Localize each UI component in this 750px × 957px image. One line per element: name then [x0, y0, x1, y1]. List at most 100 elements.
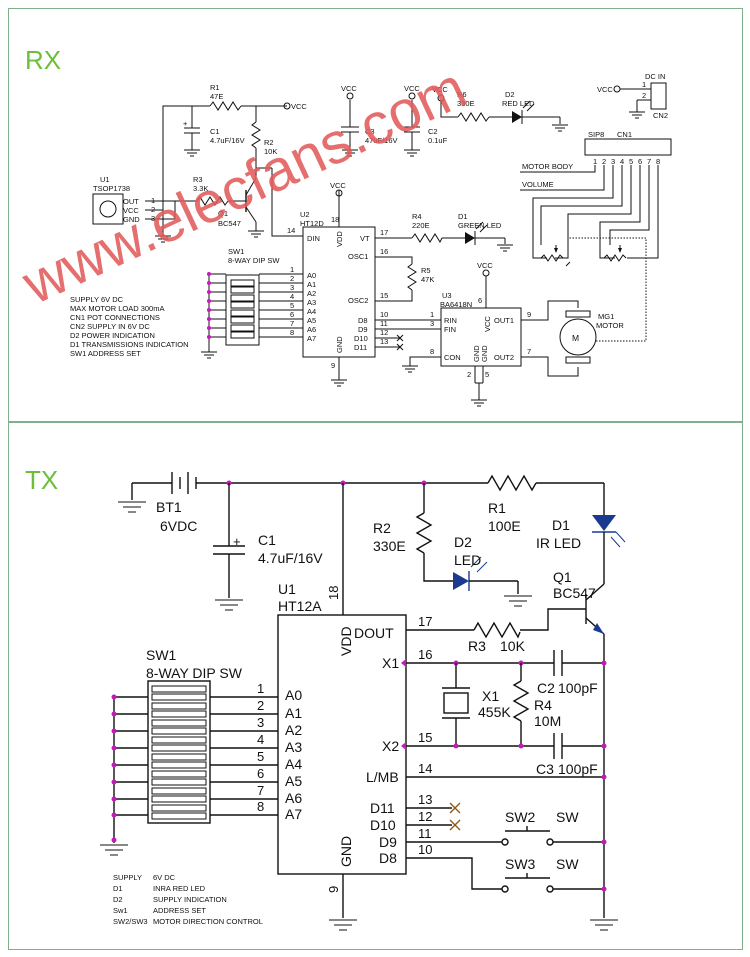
rx-r2-ref: R2 — [264, 138, 274, 147]
svg-text:DOUT: DOUT — [354, 625, 394, 641]
rx-cn1-part: SIP8 — [588, 130, 604, 139]
rx-c1-ref: C1 — [210, 127, 220, 136]
rx-note-1: SUPPLY 6V DC — [70, 295, 124, 304]
svg-text:D10: D10 — [354, 334, 368, 343]
rx-r3-ref: R3 — [193, 175, 203, 184]
rx-d2-ref: D2 — [505, 90, 515, 99]
rx-u3-ic-body — [440, 307, 522, 367]
svg-text:5: 5 — [485, 370, 489, 379]
tx-bt1-val: 6VDC — [160, 518, 197, 534]
rx-r4-val: 220E — [412, 221, 430, 230]
rx-note-4: CN2 SUPPLY IN 6V DC — [70, 322, 150, 331]
svg-text:6: 6 — [638, 157, 642, 166]
rx-note-5: D2 POWER INDICATION — [70, 331, 155, 340]
rx-d2-val: RED LED — [502, 99, 535, 108]
tx-note-2-key: D1 — [113, 884, 123, 893]
svg-text:VDD: VDD — [335, 231, 344, 247]
rx-u1-pin-gnd: GND — [123, 215, 140, 224]
rx-cn2-label: DC IN — [645, 72, 665, 81]
rx-note-7: SW1 ADDRESS SET — [70, 349, 141, 358]
rx-u3-ref: U3 — [442, 291, 452, 300]
tx-section-title: TX — [25, 465, 59, 495]
svg-text:4: 4 — [290, 292, 294, 301]
svg-text:10: 10 — [380, 310, 388, 319]
svg-text:VCC: VCC — [597, 85, 613, 94]
svg-text:D11: D11 — [370, 800, 395, 816]
svg-text:2: 2 — [467, 370, 471, 379]
svg-text:VCC: VCC — [432, 85, 448, 94]
rx-mg1-motor-symbol — [559, 318, 597, 356]
svg-text:GND: GND — [480, 345, 489, 362]
svg-text:X2: X2 — [382, 738, 399, 754]
svg-text:OUT2: OUT2 — [494, 353, 514, 362]
rx-d1-val: GREEN LED — [458, 221, 502, 230]
rx-note-6: D1 TRANSMISSIONS INDICATION — [70, 340, 189, 349]
svg-text:13: 13 — [380, 337, 388, 346]
svg-text:1: 1 — [290, 265, 294, 274]
rx-r2-val: 10K — [264, 147, 277, 156]
tx-sw1-val: 8-WAY DIP SW — [146, 665, 243, 681]
svg-text:A3: A3 — [307, 298, 316, 307]
svg-text:2: 2 — [290, 274, 294, 283]
svg-text:7: 7 — [527, 347, 531, 356]
svg-text:FIN: FIN — [444, 325, 456, 334]
rx-c3-ref: C3 — [365, 127, 375, 136]
svg-text:6: 6 — [478, 296, 482, 305]
svg-text:9: 9 — [331, 361, 335, 370]
svg-text:1: 1 — [593, 157, 597, 166]
tx-x1-crystal — [443, 692, 469, 714]
tx-c3-val: 100pF — [558, 761, 598, 777]
tx-bt1-ref: BT1 — [156, 499, 182, 515]
svg-text:1: 1 — [430, 310, 434, 319]
rx-d1-ref: D1 — [458, 212, 468, 221]
tx-d2-val: LED — [454, 552, 481, 568]
svg-text:17: 17 — [418, 614, 432, 629]
svg-text:A0: A0 — [307, 271, 316, 280]
svg-text:11: 11 — [418, 826, 432, 841]
svg-text:18: 18 — [326, 586, 341, 600]
svg-text:7: 7 — [647, 157, 651, 166]
rx-u3-part: BA6418N — [440, 300, 472, 309]
svg-text:VT: VT — [360, 234, 370, 243]
svg-text:A3: A3 — [285, 739, 302, 755]
rx-vcc-node-r1 — [283, 102, 291, 110]
svg-text:VCC: VCC — [330, 181, 346, 190]
svg-text:A4: A4 — [307, 307, 316, 316]
rx-sw1-ref: SW1 — [228, 247, 244, 256]
svg-text:A0: A0 — [285, 687, 302, 703]
rx-vcc-label-r1: VCC — [291, 102, 307, 111]
svg-text:OUT1: OUT1 — [494, 316, 514, 325]
rx-c1-val: 4.7uF/16V — [210, 136, 245, 145]
tx-note-2-val: INRA RED LED — [153, 884, 206, 893]
rx-cn2-ref: CN2 — [653, 111, 668, 120]
rx-u2-part: HT12D — [300, 219, 324, 228]
rx-c2-ref: C2 — [428, 127, 438, 136]
svg-text:GND: GND — [335, 336, 344, 353]
svg-text:A7: A7 — [307, 334, 316, 343]
tx-panel — [8, 422, 743, 950]
rx-r3-val: 3.3K — [193, 184, 208, 193]
rx-r5-val: 47K — [421, 275, 434, 284]
tx-sw2-ref: SW2 — [505, 809, 536, 825]
tx-x1-val: 455K — [478, 704, 511, 720]
svg-text:VCC: VCC — [483, 316, 492, 332]
svg-text:16: 16 — [380, 247, 388, 256]
svg-text:7: 7 — [257, 783, 264, 798]
rx-motor-body-label: MOTOR BODY — [522, 162, 573, 171]
tx-d1-val: IR LED — [536, 535, 581, 551]
tx-r2-val: 330E — [373, 538, 406, 554]
tx-c1-val: 4.7uF/16V — [258, 550, 323, 566]
svg-text:3: 3 — [611, 157, 615, 166]
rx-r1-ref: R1 — [210, 83, 220, 92]
svg-text:A6: A6 — [285, 790, 302, 806]
tx-sw1-body — [147, 680, 211, 824]
svg-text:D8: D8 — [358, 316, 368, 325]
svg-text:1: 1 — [257, 681, 264, 696]
svg-text:+: + — [233, 534, 241, 549]
tx-c1-ref: C1 — [258, 532, 276, 548]
tx-note-3-val: SUPPLY INDICATION — [153, 895, 227, 904]
rx-mg1-sym: M — [572, 333, 579, 343]
svg-text:14: 14 — [418, 761, 432, 776]
